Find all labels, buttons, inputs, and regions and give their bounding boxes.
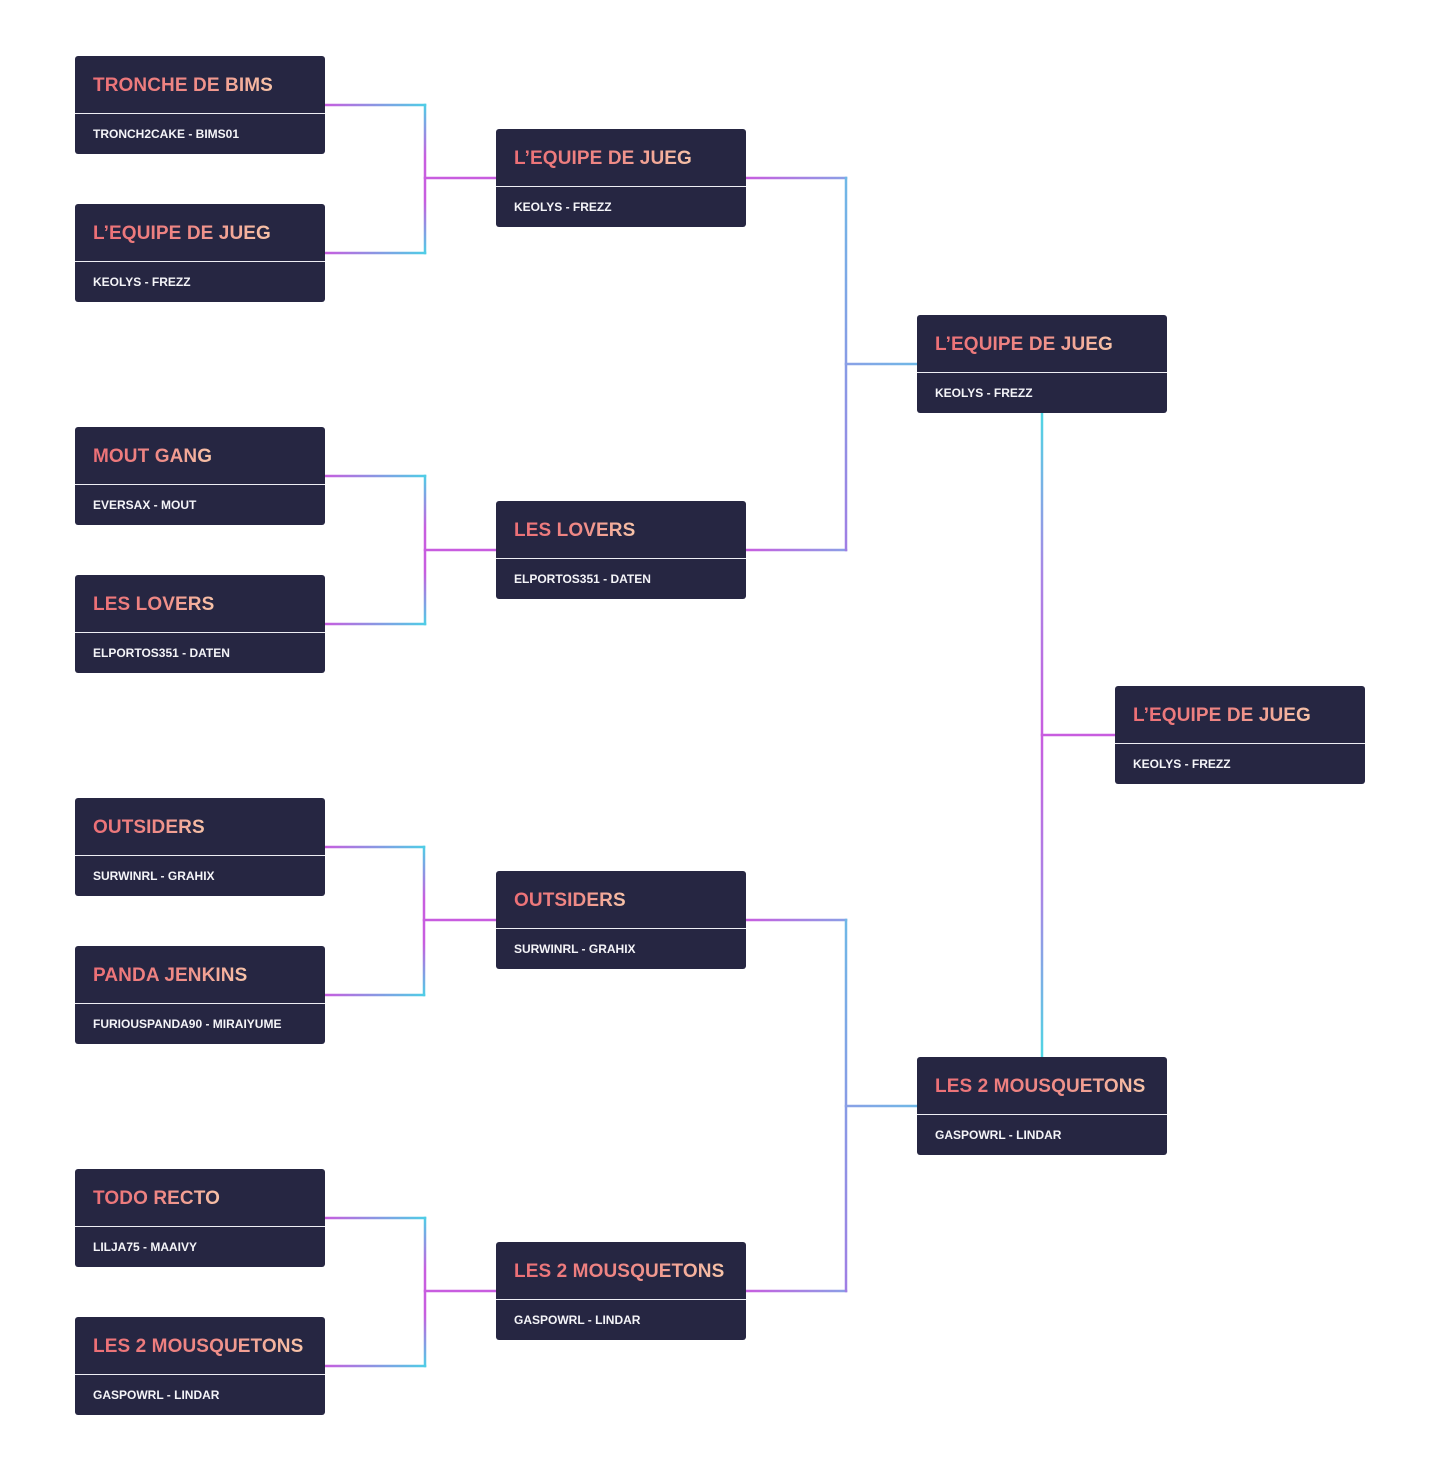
card-divider xyxy=(75,1226,325,1227)
card-divider xyxy=(1115,743,1365,744)
card-divider xyxy=(75,1374,325,1375)
team-players: GASPOWRL - LINDAR xyxy=(93,1388,220,1402)
team-name: OUTSIDERS xyxy=(514,890,626,911)
team-players: KEOLYS - FREZZ xyxy=(93,275,191,289)
team-name: L’EQUIPE DE JUEG xyxy=(1133,705,1311,726)
team-players: FURIOUSPANDA90 - MIRAIYUME xyxy=(93,1017,282,1031)
team-name: PANDA JENKINS xyxy=(93,965,248,986)
card-divider xyxy=(75,855,325,856)
team-card[interactable]: L’EQUIPE DE JUEG KEOLYS - FREZZ xyxy=(1115,686,1365,784)
team-card[interactable]: L’EQUIPE DE JUEG KEOLYS - FREZZ xyxy=(917,315,1167,413)
team-players: KEOLYS - FREZZ xyxy=(1133,757,1231,771)
team-name: LES 2 MOUSQUETONS xyxy=(93,1336,304,1357)
team-players: GASPOWRL - LINDAR xyxy=(514,1313,641,1327)
team-players: SURWINRL - GRAHIX xyxy=(93,869,215,883)
card-divider xyxy=(75,113,325,114)
team-card[interactable]: LES 2 MOUSQUETONS GASPOWRL - LINDAR xyxy=(75,1317,325,1415)
team-players: EVERSAX - MOUT xyxy=(93,498,197,512)
team-card[interactable]: MOUT GANG EVERSAX - MOUT xyxy=(75,427,325,525)
team-name: L’EQUIPE DE JUEG xyxy=(514,148,692,169)
card-divider xyxy=(917,372,1167,373)
team-card[interactable]: TODO RECTO LILJA75 - MAAIVY xyxy=(75,1169,325,1267)
card-divider xyxy=(75,632,325,633)
card-divider xyxy=(917,1114,1167,1115)
card-divider xyxy=(75,484,325,485)
team-card[interactable]: LES LOVERS ELPORTOS351 - DATEN xyxy=(496,501,746,599)
team-name: L’EQUIPE DE JUEG xyxy=(93,223,271,244)
team-card[interactable]: OUTSIDERS SURWINRL - GRAHIX xyxy=(496,871,746,969)
team-name: LES 2 MOUSQUETONS xyxy=(514,1261,725,1282)
card-divider xyxy=(496,558,746,559)
team-name: TRONCHE DE BIMS xyxy=(93,75,273,96)
team-name: LES 2 MOUSQUETONS xyxy=(935,1076,1146,1097)
team-players: KEOLYS - FREZZ xyxy=(935,386,1033,400)
team-name: OUTSIDERS xyxy=(93,817,205,838)
team-players: GASPOWRL - LINDAR xyxy=(935,1128,1062,1142)
team-players: SURWINRL - GRAHIX xyxy=(514,942,636,956)
team-players: ELPORTOS351 - DATEN xyxy=(514,572,651,586)
card-divider xyxy=(75,1003,325,1004)
team-players: ELPORTOS351 - DATEN xyxy=(93,646,230,660)
card-divider xyxy=(75,261,325,262)
team-card[interactable]: TRONCHE DE BIMS TRONCH2CAKE - BIMS01 xyxy=(75,56,325,154)
team-card[interactable]: L’EQUIPE DE JUEG KEOLYS - FREZZ xyxy=(496,129,746,227)
team-card[interactable]: L’EQUIPE DE JUEG KEOLYS - FREZZ xyxy=(75,204,325,302)
team-card[interactable]: LES 2 MOUSQUETONS GASPOWRL - LINDAR xyxy=(496,1242,746,1340)
team-card[interactable]: OUTSIDERS SURWINRL - GRAHIX xyxy=(75,798,325,896)
team-card[interactable]: PANDA JENKINS FURIOUSPANDA90 - MIRAIYUME xyxy=(75,946,325,1044)
team-name: MOUT GANG xyxy=(93,446,213,467)
team-name: L’EQUIPE DE JUEG xyxy=(935,334,1113,355)
card-divider xyxy=(496,928,746,929)
team-card[interactable]: LES 2 MOUSQUETONS GASPOWRL - LINDAR xyxy=(917,1057,1167,1155)
team-card[interactable]: LES LOVERS ELPORTOS351 - DATEN xyxy=(75,575,325,673)
team-name: TODO RECTO xyxy=(93,1188,220,1209)
team-players: TRONCH2CAKE - BIMS01 xyxy=(93,127,240,141)
team-players: KEOLYS - FREZZ xyxy=(514,200,612,214)
team-name: LES LOVERS xyxy=(514,520,636,541)
team-players: LILJA75 - MAAIVY xyxy=(93,1240,198,1254)
card-divider xyxy=(496,186,746,187)
team-name: LES LOVERS xyxy=(93,594,215,615)
card-divider xyxy=(496,1299,746,1300)
